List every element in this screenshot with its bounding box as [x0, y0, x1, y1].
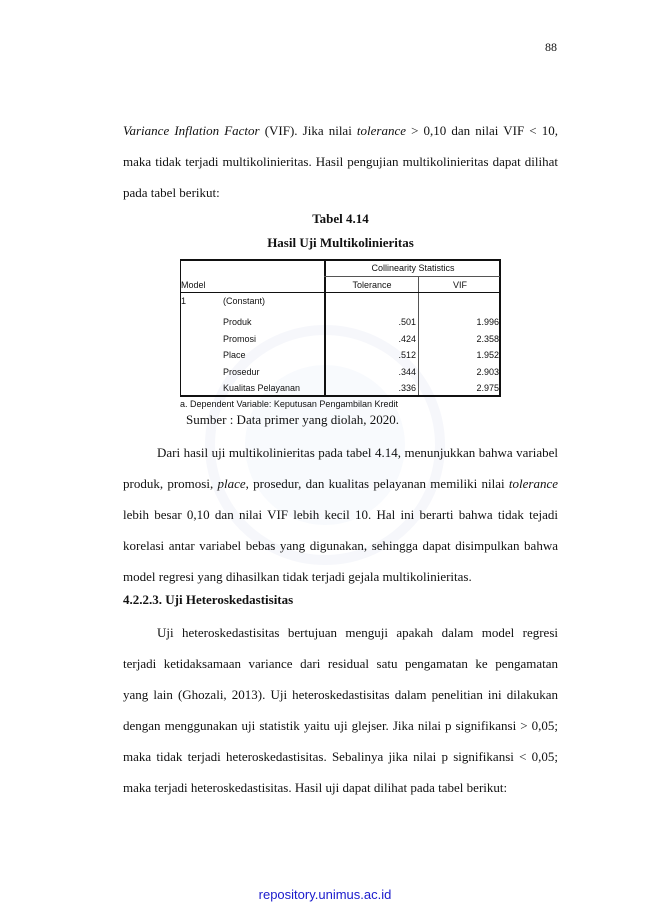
row-name: Promosi	[223, 334, 257, 344]
italic-term: tolerance	[356, 123, 407, 138]
vif-value: 1.996	[476, 317, 499, 327]
row-name: (Constant)	[223, 296, 266, 306]
paragraph-line: Uji heteroskedastisitas bertujuan menguj…	[157, 625, 558, 640]
table-border-bottom	[180, 395, 500, 397]
tolerance-value: .424	[398, 334, 416, 344]
model-number: 1	[181, 296, 187, 306]
vif-value: 2.975	[476, 383, 499, 393]
paragraph-line: pada tabel berikut:	[123, 185, 220, 200]
row-name: Produk	[223, 317, 252, 327]
tolerance-value: .501	[398, 317, 416, 327]
text-run: , prosedur, dan kualitas pelayanan memil…	[245, 476, 509, 491]
paragraph-line: yang lain (Ghozali, 2013). Uji heteroske…	[123, 687, 558, 702]
repository-link[interactable]: repository.unimus.ac.id	[258, 887, 392, 902]
group-header: Collinearity Statistics	[371, 263, 455, 273]
row-name: Kualitas Pelayanan	[223, 383, 301, 393]
model-header: Model	[181, 280, 206, 290]
paragraph-heteroskedastisitas: Uji heteroskedastisitas bertujuan menguj…	[123, 617, 558, 803]
tolerance-value: .512	[398, 350, 416, 360]
vif-value: 2.358	[476, 334, 499, 344]
vif-value: 2.903	[476, 367, 499, 377]
table-footnote: a. Dependent Variable: Keputusan Pengamb…	[180, 399, 398, 409]
italic-term: place	[217, 476, 246, 491]
paragraph-line: maka tidak terjadi multikolinieritas. Ha…	[123, 154, 558, 169]
table-source: Sumber : Data primer yang diolah, 2020.	[186, 412, 400, 427]
text-run: (VIF). Jika nilai	[259, 123, 357, 138]
table-divider	[324, 259, 326, 397]
table-border-top	[180, 259, 500, 261]
tolerance-value: .336	[398, 383, 416, 393]
paragraph-line: korelasi antar variabel bebas yang digun…	[123, 538, 558, 553]
vif-header: VIF	[452, 280, 467, 290]
table-divider	[324, 276, 500, 277]
page-number: 88	[545, 40, 557, 54]
paragraph-line: maka terjadi heteroskedastisitas. Hasil …	[123, 780, 508, 795]
row-name: Prosedur	[223, 367, 260, 377]
table-caption-number: Tabel 4.14	[312, 211, 369, 226]
collinearity-table: Collinearity Statistics Model Tolerance …	[180, 259, 501, 397]
tolerance-header: Tolerance	[352, 280, 392, 290]
paragraph-line: produk, promosi, place, prosedur, dan ku…	[123, 468, 558, 499]
paragraph-vif-intro: Variance Inflation Factor (VIF). Jika ni…	[123, 115, 558, 208]
section-heading: 4.2.2.3. Uji Heteroskedastisitas	[123, 592, 294, 607]
paragraph-multikolinieritas-result: Dari hasil uji multikolinieritas pada ta…	[123, 437, 558, 592]
table-divider	[180, 292, 500, 293]
text-run: produk, promosi,	[123, 476, 218, 491]
table-border-left	[180, 259, 181, 397]
paragraph-line: model regresi yang dihasilkan tidak terj…	[123, 569, 472, 584]
italic-term: Variance Inflation Factor	[123, 123, 260, 138]
vif-value: 1.952	[476, 350, 499, 360]
paragraph-line: dengan menggunakan uji statistik yaitu u…	[123, 718, 558, 733]
italic-term: tolerance	[508, 476, 558, 491]
paragraph-line: Dari hasil uji multikolinieritas pada ta…	[157, 445, 558, 460]
paragraph-line: maka tidak terjadi heteroskedastisitas. …	[123, 749, 558, 764]
paragraph-line: Variance Inflation Factor (VIF). Jika ni…	[123, 115, 558, 146]
text-run: > 0,10 dan nilai VIF < 10,	[406, 123, 558, 138]
table-caption-title: Hasil Uji Multikolinieritas	[267, 235, 414, 250]
row-name: Place	[223, 350, 246, 360]
paragraph-line: terjadi ketidaksamaan variance dari resi…	[123, 656, 558, 671]
table-divider	[418, 277, 419, 395]
tolerance-value: .344	[398, 367, 416, 377]
paragraph-line: lebih besar 0,10 dan nilai VIF lebih kec…	[123, 507, 558, 522]
table-border-right	[499, 259, 501, 397]
